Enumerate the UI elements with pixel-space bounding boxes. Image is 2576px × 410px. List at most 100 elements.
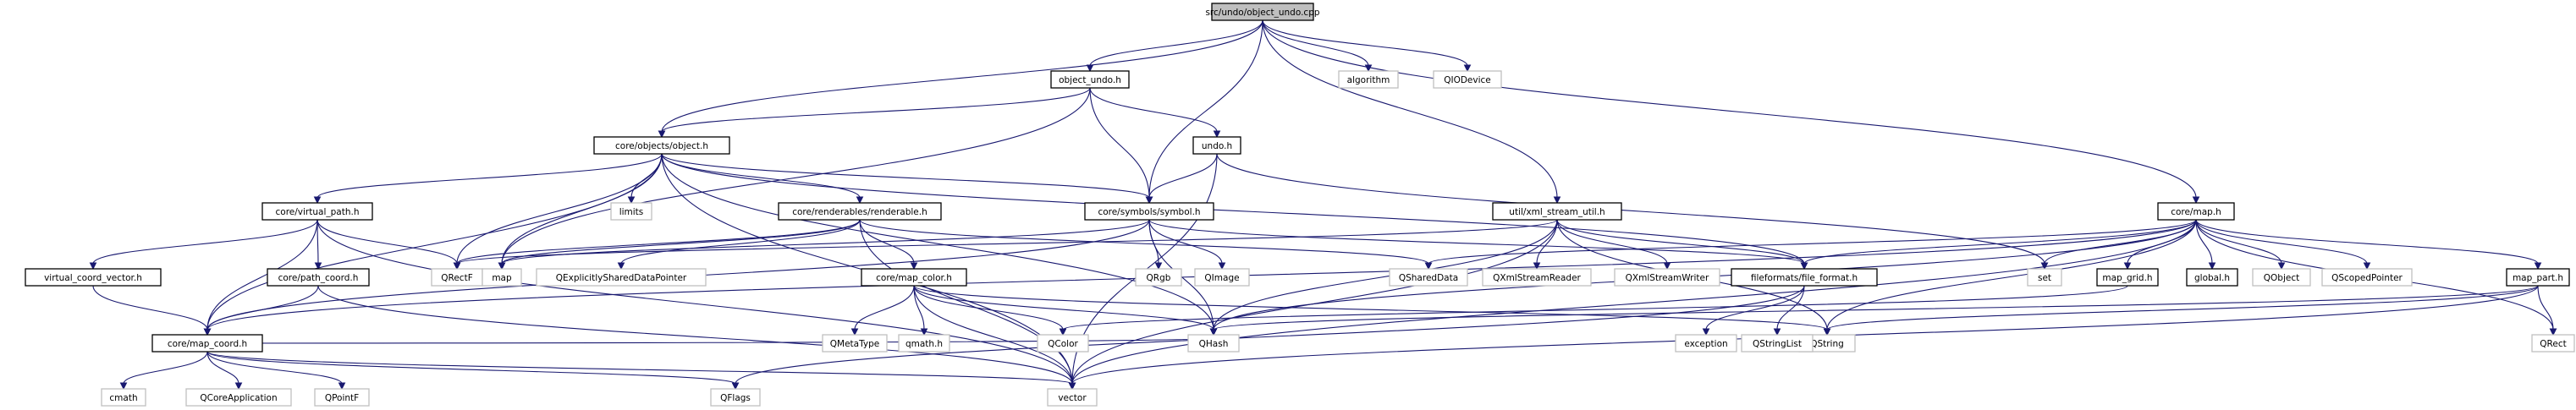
- edge-arrowhead: [1424, 262, 1433, 271]
- node-qrect: QRect: [2531, 334, 2575, 353]
- edge-arrowhead: [1663, 262, 1671, 271]
- node-label: map_grid.h: [2102, 273, 2152, 283]
- edge-arrowhead: [313, 196, 322, 205]
- edge-arrowhead: [453, 262, 461, 271]
- edge-arrowhead: [856, 196, 864, 205]
- node-global-h[interactable]: global.h: [2186, 268, 2238, 287]
- edge-map-h-to-vector: [1068, 219, 2197, 391]
- node-map-grid-h[interactable]: map_grid.h: [2096, 268, 2159, 287]
- edge-arrowhead: [658, 130, 666, 139]
- node-xml-stream-util-h[interactable]: util/xml_stream_util.h: [1492, 202, 1622, 221]
- node-box: [267, 268, 370, 287]
- edge-virtual-coord-vector-h-to-map-coord-h: [92, 285, 212, 336]
- edge-xml-stream-util-h-to-qxmlstreamwriter: [1556, 219, 1671, 271]
- edge-object-h-to-qhash: [661, 153, 1218, 336]
- node-box: [1187, 334, 1240, 353]
- node-label: map_part.h: [2513, 273, 2563, 283]
- node-box: [593, 136, 730, 155]
- edge-line: [1148, 219, 1159, 265]
- node-map-color-h[interactable]: core/map_color.h: [861, 268, 967, 287]
- edge-line: [1213, 219, 1558, 331]
- edge-object-h-to-limits: [627, 153, 663, 205]
- edge-xml-stream-util-h-to-qrectf: [453, 219, 1558, 271]
- node-label: core/virtual_path.h: [276, 207, 360, 217]
- node-box: [1482, 268, 1592, 287]
- edge-arrowhead: [617, 262, 625, 271]
- edge-root-to-algorithm: [1262, 19, 1373, 73]
- node-box: [1047, 388, 1098, 407]
- node-label: QColor: [1048, 339, 1078, 349]
- node-cmath: cmath: [101, 388, 146, 407]
- edge-arrowhead: [2192, 196, 2200, 205]
- edge-map-part-h-to-qhash: [1209, 285, 2539, 336]
- node-label: qmath.h: [905, 339, 943, 349]
- node-box: [1675, 334, 1737, 353]
- edge-line: [1776, 285, 1805, 331]
- node-virtual-coord-vector-h[interactable]: virtual_coord_vector.h: [25, 268, 162, 287]
- node-virtual-path-h[interactable]: core/virtual_path.h: [261, 202, 373, 221]
- edge-map-h-to-qshareddata: [1424, 219, 2197, 271]
- node-file-format-h[interactable]: fileformats/file_format.h: [1731, 268, 1878, 287]
- node-object-undo-h[interactable]: object_undo.h: [1050, 70, 1130, 89]
- node-label: core/renderables/renderable.h: [792, 207, 927, 217]
- edge-line: [661, 19, 1263, 133]
- node-qscopedpointer: QScopedPointer: [2321, 268, 2413, 287]
- edge-line: [2195, 219, 2213, 265]
- edge-line: [456, 219, 1558, 265]
- node-box: [610, 202, 652, 221]
- edge-line: [456, 153, 663, 265]
- edge-undo-h-to-symbol-h: [1145, 153, 1218, 205]
- edge-symbol-h-to-map: [498, 219, 1150, 271]
- node-exception: exception: [1675, 334, 1737, 353]
- edge-line: [316, 219, 1073, 385]
- node-qrectf: QRectF: [431, 268, 483, 287]
- edge-object-undo-h-to-map: [498, 87, 1091, 271]
- edge-arrowhead: [1463, 64, 1472, 73]
- node-label: QPointF: [325, 393, 359, 403]
- edge-arrowhead: [1553, 196, 1561, 205]
- node-path-coord-h[interactable]: core/path_coord.h: [267, 268, 370, 287]
- edge-arrowhead: [2040, 262, 2049, 271]
- node-map-part-h[interactable]: map_part.h: [2506, 268, 2570, 287]
- node-box: [1211, 3, 1314, 21]
- node-label: virtual_coord_vector.h: [44, 273, 142, 283]
- node-box: [25, 268, 162, 287]
- edge-arrowhead: [2363, 262, 2371, 271]
- edge-root-to-qiodevice: [1262, 19, 1472, 73]
- edge-arrowhead: [89, 262, 97, 271]
- node-qshareddata: QSharedData: [1389, 268, 1468, 287]
- node-box: [1433, 70, 1502, 89]
- edge-virtual-path-h-to-virtual-coord-vector-h: [89, 219, 318, 271]
- edge-line: [1428, 219, 2197, 265]
- edge-object-undo-h-to-object-h: [658, 87, 1091, 139]
- edge-line: [1213, 285, 2539, 331]
- node-undo-h[interactable]: undo.h: [1192, 136, 1241, 155]
- node-label: QRgb: [1147, 273, 1171, 283]
- edge-arrowhead: [1823, 328, 1831, 336]
- edge-object-h-to-renderable-h: [661, 153, 864, 205]
- node-label: QRectF: [441, 273, 472, 283]
- node-box: [101, 388, 146, 407]
- node-box: [2096, 268, 2159, 287]
- edge-line: [735, 285, 1805, 385]
- node-label: fileformats/file_format.h: [1751, 273, 1858, 283]
- edge-arrowhead: [119, 382, 128, 391]
- node-box: [536, 268, 707, 287]
- node-root[interactable]: src/undo/object_undo.cpp: [1205, 3, 1320, 21]
- edge-arrowhead: [627, 196, 636, 205]
- node-label: QIODevice: [1444, 75, 1491, 85]
- edge-line: [913, 285, 1073, 385]
- node-qiodevice: QIODevice: [1433, 70, 1502, 89]
- edge-line: [859, 219, 1429, 265]
- node-box: [1084, 202, 1214, 221]
- node-qstringlist: QStringList: [1741, 334, 1814, 353]
- node-label: undo.h: [1202, 141, 1232, 151]
- node-label: QStringList: [1753, 339, 1802, 349]
- node-box: [1492, 202, 1622, 221]
- node-object-h[interactable]: core/objects/object.h: [593, 136, 730, 155]
- edge-line: [1148, 19, 1263, 199]
- node-renderable-h[interactable]: core/renderables/renderable.h: [778, 202, 942, 221]
- node-map-h[interactable]: core/map.h: [2157, 202, 2235, 221]
- node-symbol-h[interactable]: core/symbols/symbol.h: [1084, 202, 1214, 221]
- node-map-coord-h[interactable]: core/map_coord.h: [151, 334, 263, 353]
